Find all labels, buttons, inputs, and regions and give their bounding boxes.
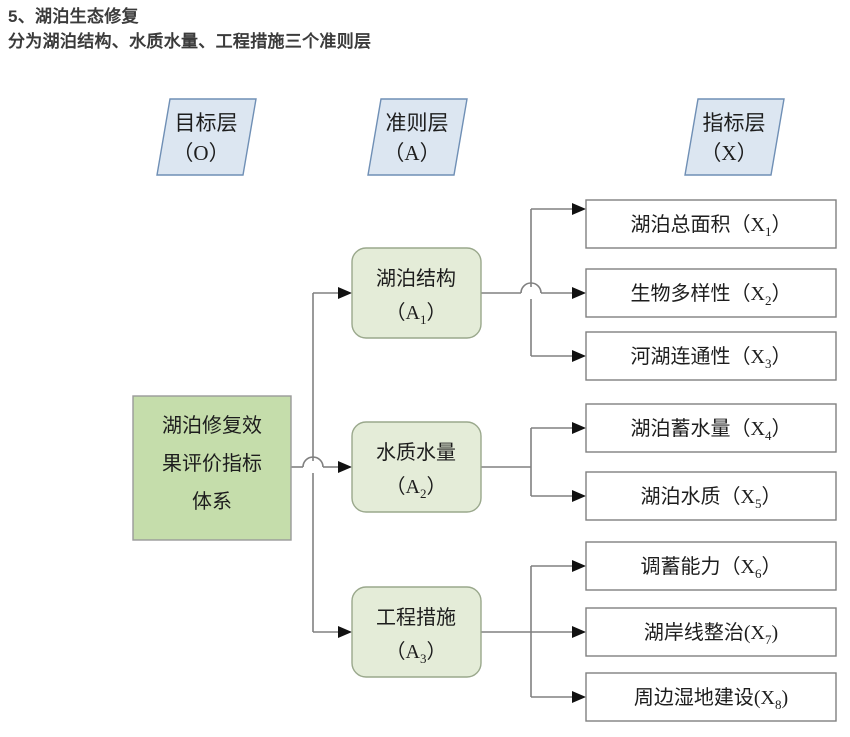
indicator-box-x5-label: 湖泊水质（X5） [641, 485, 782, 511]
goal-layer-header-code: （O） [172, 141, 229, 165]
criteria-box-a2-title: 水质水量 [376, 441, 456, 464]
criteria-box-a3-code: （A3） [386, 640, 447, 666]
goal-box-line-1: 湖泊修复效 [162, 414, 262, 437]
indicator-box-x2-label: 生物多样性（X2） [631, 282, 792, 308]
criteria-layer-header-code: （A） [383, 141, 440, 165]
heading-line-2: 分为湖泊结构、水质水量、工程措施三个准则层 [8, 32, 372, 51]
indicator-box-x4-label: 湖泊蓄水量（X4） [631, 417, 792, 443]
criteria-box-a1-title: 湖泊结构 [376, 267, 456, 290]
indicator-box-x8-label: 周边湿地建设(X8) [634, 686, 788, 712]
goal-layer-header: 目标层 （O） [156, 98, 257, 176]
connector-goal-to-criteria [291, 287, 352, 638]
criteria-box-a2[interactable]: 水质水量 （A2） [351, 421, 482, 513]
connector-a1-to-indicators [481, 203, 586, 362]
criteria-layer-header-title: 准则层 [386, 111, 449, 135]
indicator-layer-header-code: （X） [700, 141, 757, 165]
criteria-layer-header: 准则层 （A） [367, 98, 468, 176]
criteria-box-a2-code: （A2） [386, 475, 447, 501]
indicator-box-x6-label: 调蓄能力（X6） [641, 555, 782, 581]
indicator-layer-header-title: 指标层 [703, 111, 766, 135]
indicator-box-x1[interactable]: 湖泊总面积（X1） [585, 199, 837, 249]
indicator-box-x2[interactable]: 生物多样性（X2） [585, 268, 837, 318]
connector-a3-to-indicators [481, 560, 586, 703]
goal-layer-header-title: 目标层 [175, 111, 238, 135]
indicator-box-x4[interactable]: 湖泊蓄水量（X4） [585, 403, 837, 453]
goal-box[interactable]: 湖泊修复效 果评价指标 体系 [132, 395, 292, 541]
connector-a2-to-indicators [481, 422, 586, 502]
indicator-box-x8[interactable]: 周边湿地建设(X8) [585, 672, 837, 722]
indicator-layer-header: 指标层 （X） [684, 98, 785, 176]
heading-line-1: 5、湖泊生态修复 [8, 7, 139, 26]
indicator-box-x1-label: 湖泊总面积（X1） [631, 213, 792, 239]
indicator-box-x7-label: 湖岸线整治(X7) [644, 621, 778, 647]
criteria-box-a1-code: （A1） [386, 301, 447, 327]
goal-box-line-3: 体系 [192, 490, 232, 513]
indicator-box-x3[interactable]: 河湖连通性（X3） [585, 331, 837, 381]
criteria-box-a3-title: 工程措施 [376, 606, 456, 629]
indicator-box-x6[interactable]: 调蓄能力（X6） [585, 541, 837, 591]
indicator-box-x3-label: 河湖连通性（X3） [631, 345, 792, 371]
criteria-box-a1[interactable]: 湖泊结构 （A1） [351, 247, 482, 339]
indicator-box-x5[interactable]: 湖泊水质（X5） [585, 471, 837, 521]
criteria-box-a3[interactable]: 工程措施 （A3） [351, 586, 482, 678]
goal-box-line-2: 果评价指标 [162, 452, 262, 475]
page-heading: 5、湖泊生态修复 分为湖泊结构、水质水量、工程措施三个准则层 [8, 4, 828, 54]
indicator-box-x7[interactable]: 湖岸线整治(X7) [585, 607, 837, 657]
